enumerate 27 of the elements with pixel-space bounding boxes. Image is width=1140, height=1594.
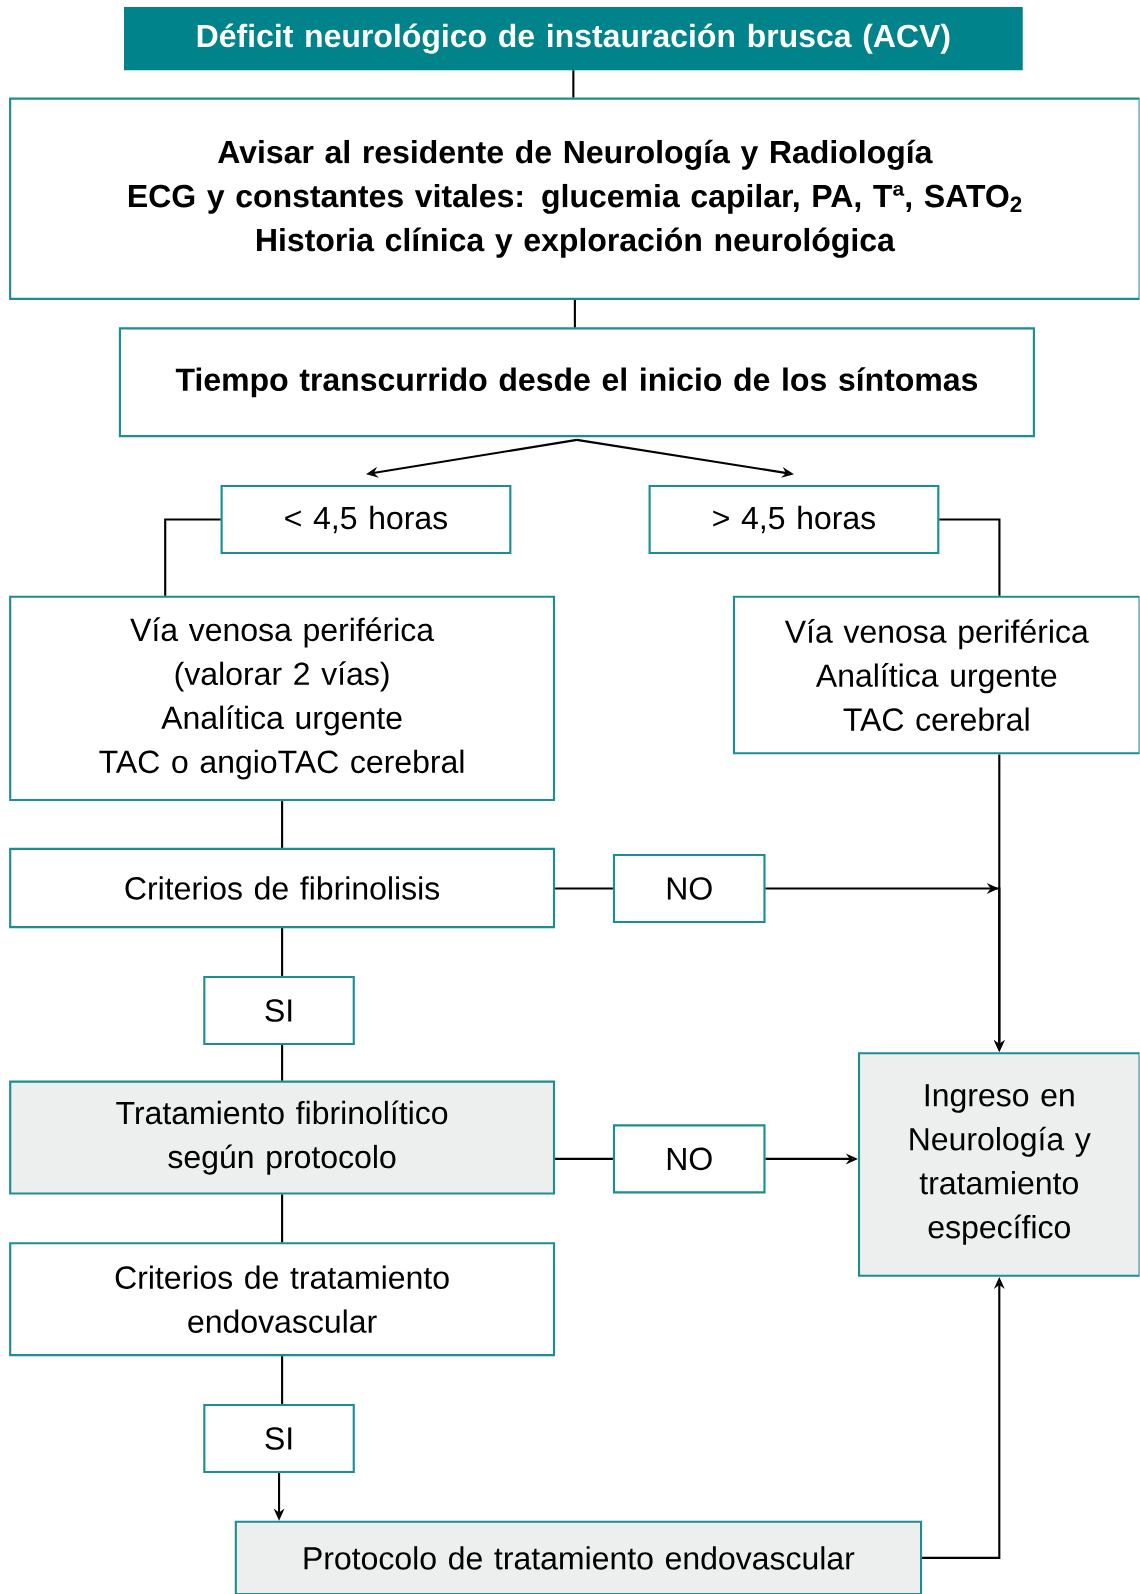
decision-box: > 4,5 horas <box>648 484 940 555</box>
process-box: Criterios de fibrinolisis <box>9 847 556 929</box>
answer-box: NO <box>613 1124 766 1194</box>
connector-line <box>281 1356 284 1404</box>
answer-box: SI <box>203 975 356 1046</box>
process-box: Vía venosa periférica Analítica urgente TAC cerebral <box>733 595 1140 755</box>
decision-box: < 4,5 horas <box>220 484 512 555</box>
connector-line <box>555 887 614 890</box>
process-box: Tratamiento fibrinolítico según protocolo <box>9 1080 556 1195</box>
process-box: Vía venosa periférica (valorar 2 vías) Analítica urgente TAC o angioTAC cerebral <box>9 595 556 802</box>
connector-line <box>939 518 1001 596</box>
connector-line <box>572 70 575 98</box>
process-box: Ingreso en Neurología y tratamiento específico <box>858 1052 1140 1277</box>
connector-line <box>164 518 221 596</box>
connector-line <box>281 1194 284 1243</box>
process-box: Protocolo de tratamiento endovascular <box>234 1520 923 1594</box>
connector-line <box>281 928 284 976</box>
connector-line <box>574 300 577 328</box>
process-box: Tiempo transcurrido desde el inicio de los síntomas <box>119 327 1036 438</box>
process-box: Avisar al residente de Neurología y Radiología ECG y constantes vitales: glucemia capilar, PA, Tª, SATO$_{2}$ Historia clínica y exploración neurológica <box>9 97 1140 300</box>
connector-line <box>555 1157 614 1160</box>
answer-box: NO <box>613 853 766 924</box>
connector-line <box>281 1045 284 1081</box>
process-box: Criterios de tratamiento endovascular <box>9 1242 556 1357</box>
connector-line <box>281 801 284 848</box>
answer-box: SI <box>203 1403 356 1474</box>
title-banner: Déficit neurológico de instauración brusca (ACV) <box>124 7 1023 71</box>
